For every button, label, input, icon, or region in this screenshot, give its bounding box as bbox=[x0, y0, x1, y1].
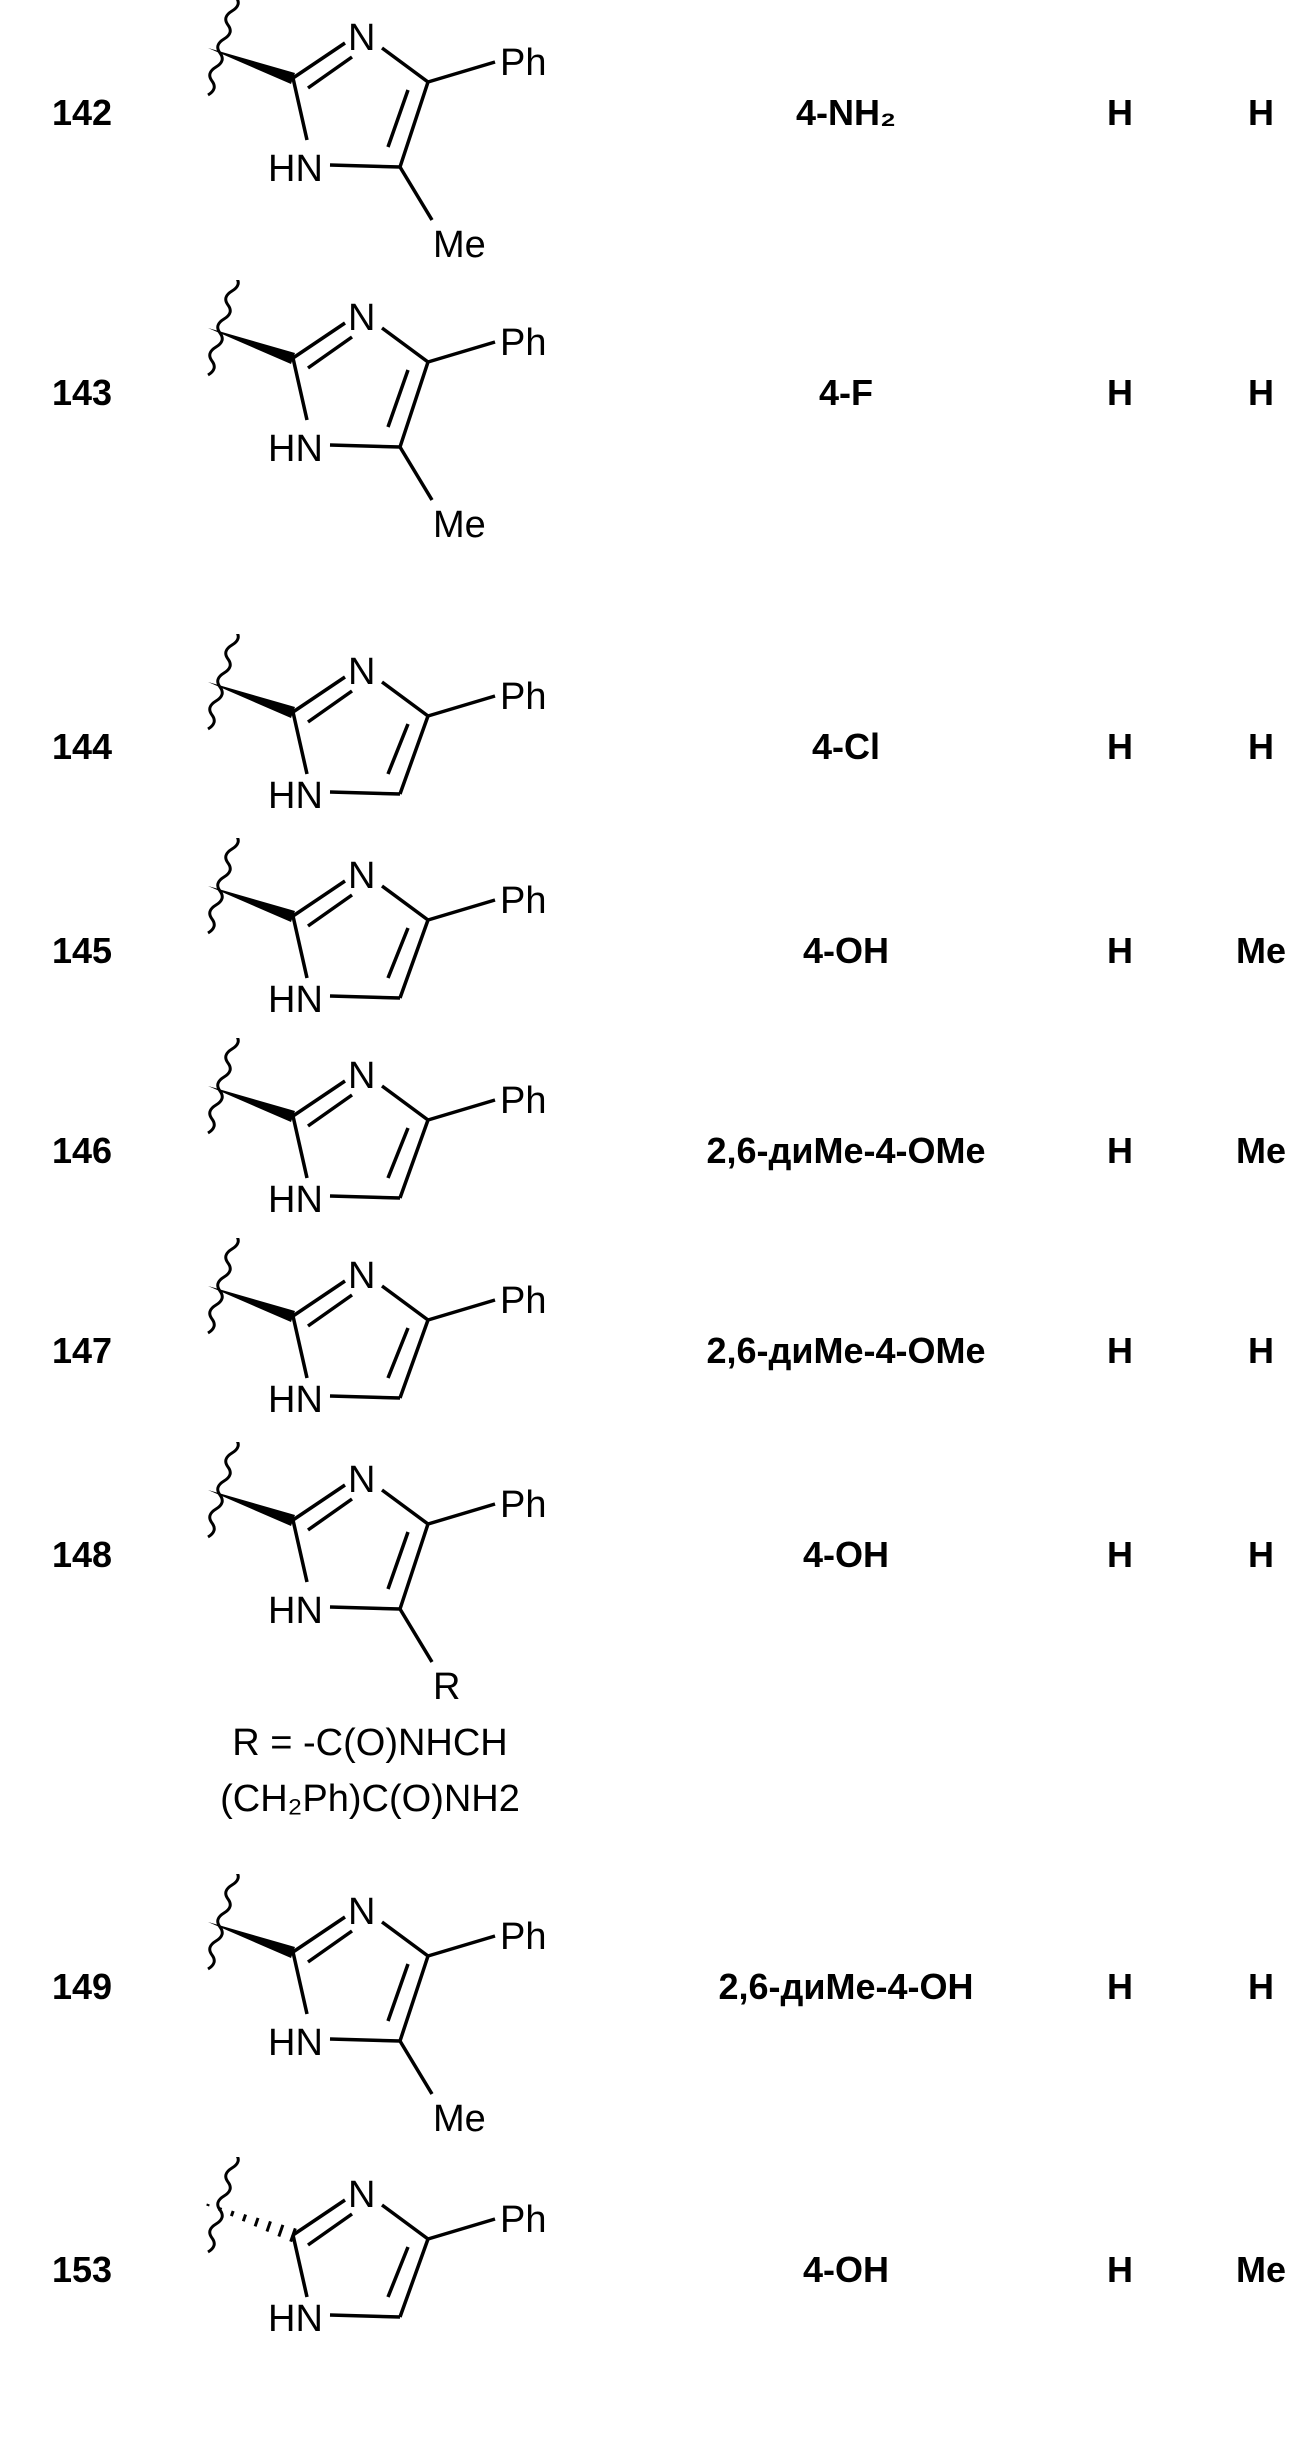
compound-number: 147 bbox=[52, 1331, 112, 1371]
compound-number: 142 bbox=[52, 93, 112, 133]
phenyl-label: Ph bbox=[500, 1280, 546, 1322]
phenyl-label: Ph bbox=[500, 676, 546, 718]
column-3-value: H bbox=[1107, 1331, 1133, 1371]
wavy-bond-icon bbox=[208, 1038, 238, 1133]
substituent-value: 2,6-диМе-4-OMe bbox=[706, 1331, 985, 1371]
phenyl-label: Ph bbox=[500, 322, 546, 364]
wavy-bond-icon bbox=[208, 280, 238, 375]
nh-label: HN bbox=[268, 428, 323, 470]
column-4-value: H bbox=[1248, 93, 1274, 133]
column-3-value: H bbox=[1107, 931, 1133, 971]
column-4-value: Me bbox=[1236, 2250, 1286, 2290]
nh-label: HN bbox=[268, 148, 323, 190]
imidazole-structure: N PhHN bbox=[150, 2157, 550, 2437]
wavy-bond-icon bbox=[208, 634, 238, 729]
wedge-bond bbox=[208, 48, 295, 84]
column-3-value: H bbox=[1107, 2250, 1133, 2290]
nh-label: HN bbox=[268, 1179, 323, 1221]
substituent-value: 4-OH bbox=[803, 931, 889, 971]
wavy-bond-icon bbox=[208, 1874, 238, 1969]
column-4-value: Me bbox=[1236, 931, 1286, 971]
column-4-value: H bbox=[1248, 1535, 1274, 1575]
r-group-label: R bbox=[433, 1666, 460, 1708]
nitrogen-label: N bbox=[348, 297, 375, 339]
column-3-value: H bbox=[1107, 1131, 1133, 1171]
substituent-value: 4-OH bbox=[803, 2250, 889, 2290]
nitrogen-label: N bbox=[348, 1255, 375, 1297]
phenyl-label: Ph bbox=[500, 1916, 546, 1958]
column-3-value: H bbox=[1107, 1535, 1133, 1575]
compound-number: 148 bbox=[52, 1535, 112, 1575]
column-3-value: H bbox=[1107, 373, 1133, 413]
imidazole-structure: N PhHN Me bbox=[150, 280, 550, 560]
column-4-value: H bbox=[1248, 1331, 1274, 1371]
nitrogen-label: N bbox=[348, 17, 375, 59]
substituent-value: 4-Cl bbox=[812, 727, 880, 767]
imidazole-structure: N PhHN Me bbox=[150, 1874, 550, 2154]
wedge-bond bbox=[208, 1490, 295, 1526]
hashed-wedge-bond bbox=[208, 2204, 296, 2242]
phenyl-label: Ph bbox=[500, 42, 546, 84]
nh-label: HN bbox=[268, 1590, 323, 1632]
nitrogen-label: N bbox=[348, 651, 375, 693]
column-3-value: H bbox=[1107, 93, 1133, 133]
methyl-label: Me bbox=[433, 504, 486, 546]
r-group-definition: R = -C(O)NHCH(CH₂Ph)C(O)NH2 bbox=[220, 1715, 520, 1827]
wavy-bond-icon bbox=[208, 1442, 238, 1537]
column-4-value: H bbox=[1248, 1967, 1274, 2007]
substituent-value: 4-NH₂ bbox=[796, 93, 896, 133]
wavy-bond-icon bbox=[208, 0, 238, 95]
wedge-bond bbox=[208, 1922, 295, 1958]
nh-label: HN bbox=[268, 1379, 323, 1421]
nh-label: HN bbox=[268, 2298, 323, 2340]
nh-label: HN bbox=[268, 2022, 323, 2064]
wedge-bond bbox=[208, 682, 295, 718]
phenyl-label: Ph bbox=[500, 2199, 546, 2241]
wavy-bond-icon bbox=[208, 2157, 238, 2252]
compound-number: 145 bbox=[52, 931, 112, 971]
r-definition-line: R = -C(O)NHCH bbox=[220, 1715, 520, 1771]
column-3-value: H bbox=[1107, 727, 1133, 767]
methyl-label: Me bbox=[433, 224, 486, 266]
nh-label: HN bbox=[268, 979, 323, 1021]
compound-number: 146 bbox=[52, 1131, 112, 1171]
nh-label: HN bbox=[268, 775, 323, 817]
substituent-value: 4-OH bbox=[803, 1535, 889, 1575]
nitrogen-label: N bbox=[348, 1891, 375, 1933]
phenyl-label: Ph bbox=[500, 1484, 546, 1526]
wedge-bond bbox=[208, 1086, 295, 1122]
imidazole-structure: N PhHN R bbox=[150, 1442, 550, 1722]
substituent-value: 2,6-диМе-4-OH bbox=[718, 1967, 973, 2007]
wedge-bond bbox=[208, 886, 295, 922]
compound-number: 143 bbox=[52, 373, 112, 413]
column-4-value: H bbox=[1248, 727, 1274, 767]
column-4-value: H bbox=[1248, 373, 1274, 413]
phenyl-label: Ph bbox=[500, 1080, 546, 1122]
wavy-bond-icon bbox=[208, 1238, 238, 1333]
r-definition-line: (CH₂Ph)C(O)NH2 bbox=[220, 1771, 520, 1827]
substituent-value: 2,6-диМе-4-OMe bbox=[706, 1131, 985, 1171]
nitrogen-label: N bbox=[348, 855, 375, 897]
phenyl-label: Ph bbox=[500, 880, 546, 922]
wavy-bond-icon bbox=[208, 838, 238, 933]
nitrogen-label: N bbox=[348, 1459, 375, 1501]
substituent-value: 4-F bbox=[819, 373, 873, 413]
methyl-label: Me bbox=[433, 2098, 486, 2140]
compound-number: 144 bbox=[52, 727, 112, 767]
compound-number: 149 bbox=[52, 1967, 112, 2007]
wedge-bond bbox=[208, 328, 295, 364]
imidazole-structure: N PhHN Me bbox=[150, 0, 550, 280]
wedge-bond bbox=[208, 1286, 295, 1322]
nitrogen-label: N bbox=[348, 2174, 375, 2216]
nitrogen-label: N bbox=[348, 1055, 375, 1097]
column-4-value: Me bbox=[1236, 1131, 1286, 1171]
compound-number: 153 bbox=[52, 2250, 112, 2290]
column-3-value: H bbox=[1107, 1967, 1133, 2007]
